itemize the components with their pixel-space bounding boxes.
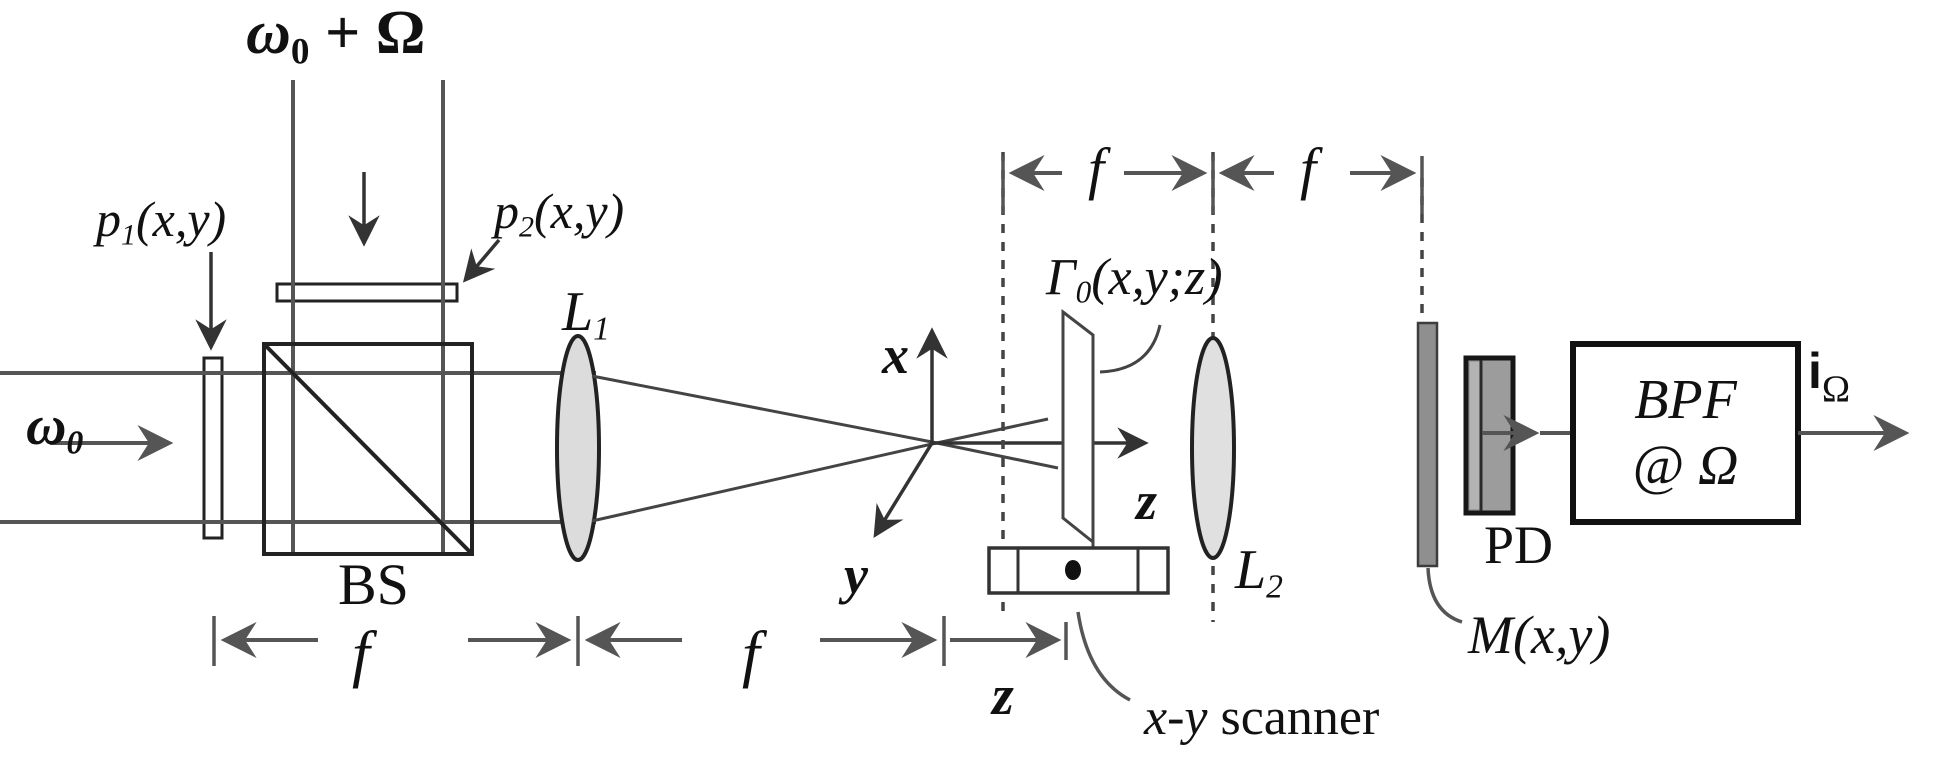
focal-length-label-top-2: f (1300, 136, 1317, 201)
photodetector-label: PD (1484, 515, 1554, 575)
mask-label-curve (1426, 567, 1463, 624)
source-top-label: ω0 + Ω (246, 0, 426, 73)
lens1-label: L1 (562, 281, 610, 348)
photodetector-window (1470, 362, 1480, 509)
lens2-shape (1190, 336, 1236, 560)
bpf-label-line2: @ Ω (1632, 435, 1739, 497)
focal-length-label-bottom-1: f (352, 618, 370, 689)
beamsplitter-diagonal (262, 342, 474, 556)
ray-top-diverging (931, 440, 1059, 470)
lens1-shape (555, 334, 601, 562)
bpf-label: BPF @ Ω (1573, 344, 1798, 522)
ray-bottom-diverging (931, 417, 1049, 446)
x-axis-label: x (882, 325, 909, 385)
object-plate (1061, 308, 1095, 546)
pupil2-label: p2(x,y) (494, 183, 625, 244)
beamsplitter-label: BS (338, 552, 409, 617)
beamsplitter-cube (262, 342, 474, 556)
ray-bottom-converging (591, 442, 933, 523)
focal-length-label-top-1: f (1088, 136, 1105, 201)
mask-label: M(x,y) (1468, 605, 1611, 665)
bpf-label-line1: BPF (1634, 369, 1737, 431)
scanner-label-curve (1076, 611, 1131, 702)
source-left-label: ω0 (26, 395, 84, 462)
scanner-pivot-dot (1065, 560, 1081, 580)
mask-plate (1416, 321, 1439, 568)
output-current-label: iΩ (1808, 343, 1851, 411)
focal-length-label-bottom-2: f (742, 618, 760, 689)
y-axis-arrow (873, 442, 934, 539)
pupil2-pointer-arrow (462, 238, 501, 283)
lens2-label: L2 (1235, 539, 1283, 606)
object-label: Γ0(x,y;z) (1046, 249, 1223, 310)
scanner-label: x-y scanner (1144, 689, 1380, 746)
y-axis-label: y (844, 545, 868, 605)
z-distance-label: z (992, 665, 1014, 727)
bpf-box (1570, 341, 1801, 525)
z-axis-label: z (1136, 471, 1158, 531)
object-label-curve (1099, 324, 1162, 374)
ray-top-converging (591, 374, 933, 444)
pupil2-plate (275, 282, 459, 303)
pupil1-plate (202, 356, 224, 540)
pupil1-label: p1(x,y) (96, 191, 227, 252)
